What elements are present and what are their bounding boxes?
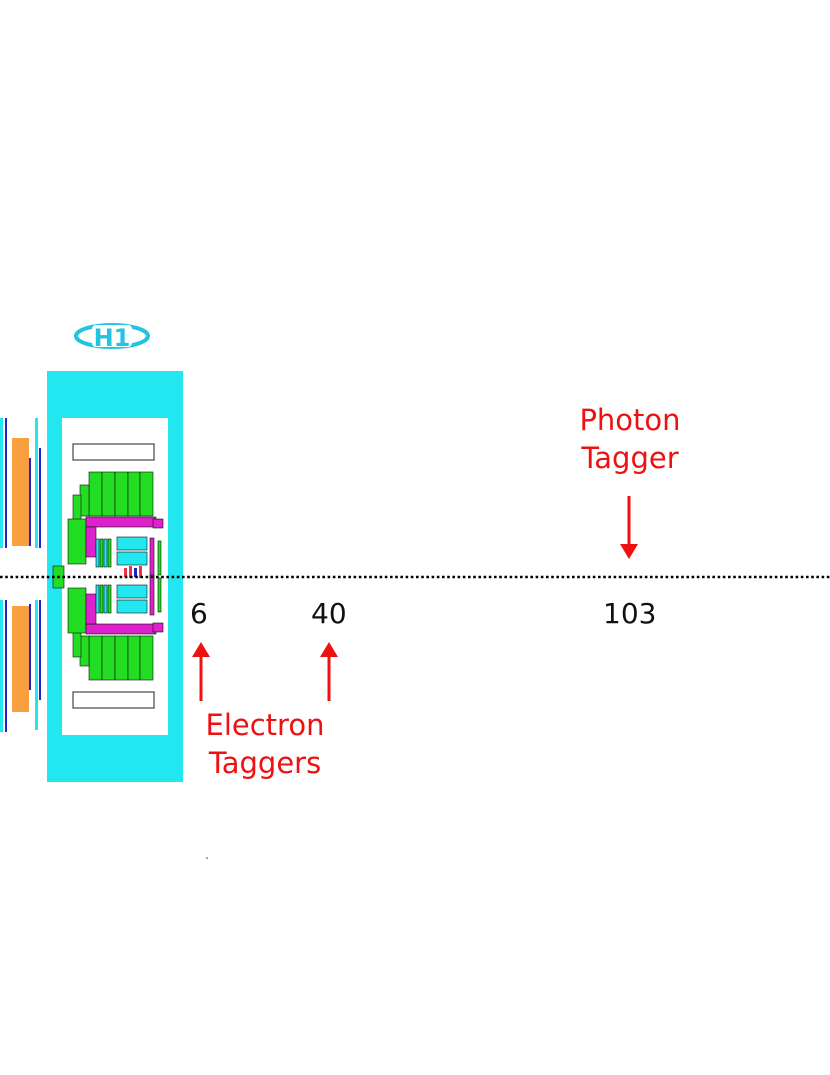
distance-label-6: 6 — [190, 597, 208, 630]
electron-taggers-label: Electron Taggers — [195, 706, 335, 782]
distance-label-40: 40 — [311, 597, 347, 630]
electron-taggers-line-1: Electron — [205, 708, 325, 742]
photon-tagger-line-2: Tagger — [581, 441, 679, 475]
arrows — [192, 496, 638, 701]
upstream-magnets — [0, 418, 41, 732]
electron-tagger-arrow-40 — [320, 642, 338, 701]
lower-calorimeter — [67, 574, 164, 681]
electron-taggers-line-2: Taggers — [208, 746, 322, 780]
photon-tagger-label: Photon Tagger — [570, 401, 690, 477]
upper-calorimeter — [67, 471, 164, 579]
logo-text: H1 — [94, 324, 131, 352]
photon-tagger-line-1: Photon — [579, 403, 681, 437]
photon-tagger-arrow — [620, 496, 638, 559]
stray-dot — [206, 857, 208, 859]
h1-logo: H1 — [74, 323, 150, 352]
electron-tagger-arrow-6 — [192, 642, 210, 701]
distance-label-103: 103 — [603, 597, 657, 630]
